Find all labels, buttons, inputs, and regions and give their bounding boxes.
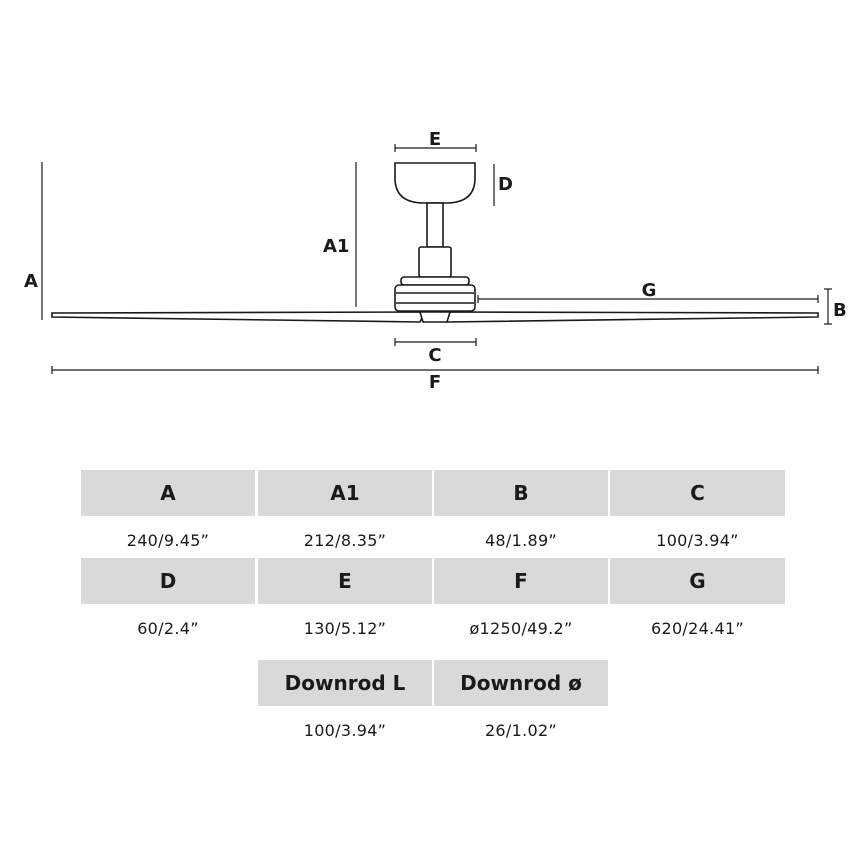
dimension-line-e	[394, 144, 477, 152]
table-value-downrod-diameter: 26/1.02”	[484, 720, 558, 740]
fan-canopy	[394, 162, 476, 204]
fan-blade-center	[418, 311, 452, 323]
table-header-e: E	[258, 558, 432, 604]
label-e: E	[429, 129, 441, 150]
table-header-a1: A1	[258, 470, 432, 516]
table-header-downrod-diameter: Downrod ø	[434, 660, 608, 706]
table-header-f: F	[434, 558, 608, 604]
table-header-b: B	[434, 470, 608, 516]
label-a1: A1	[323, 236, 349, 257]
fan-blade-left	[51, 311, 427, 323]
fan-motor-body	[394, 284, 476, 312]
label-b: B	[833, 300, 847, 321]
table-header-d: D	[81, 558, 255, 604]
table-value-b: 48/1.89”	[484, 530, 558, 550]
fan-dimension-diagram: A A1 E D G B C F	[24, 129, 847, 393]
label-a: A	[24, 271, 38, 292]
table-value-e: 130/5.12”	[303, 618, 387, 638]
table-header-g: G	[610, 558, 785, 604]
table-value-a: 240/9.45”	[126, 530, 210, 550]
table-value-f: ø1250/49.2”	[469, 618, 573, 638]
table-header-c: C	[610, 470, 785, 516]
dimension-line-b	[824, 288, 832, 325]
dimension-line-c	[394, 338, 477, 346]
ceiling-fan-drawing	[51, 162, 819, 323]
label-c: C	[428, 345, 441, 366]
table-value-downrod-length: 100/3.94”	[303, 720, 387, 740]
label-f: F	[429, 372, 441, 393]
dimension-line-g	[477, 295, 819, 303]
label-d: D	[498, 174, 513, 195]
table-value-g: 620/24.41”	[650, 618, 745, 638]
table-value-c: 100/3.94”	[656, 530, 739, 550]
table-header-a: A	[81, 470, 255, 516]
table-value-a1: 212/8.35”	[303, 530, 387, 550]
table-header-downrod-length: Downrod L	[258, 660, 432, 706]
table-value-d: 60/2.4”	[137, 618, 199, 638]
label-g: G	[642, 280, 657, 301]
dimension-line-f	[51, 366, 819, 374]
